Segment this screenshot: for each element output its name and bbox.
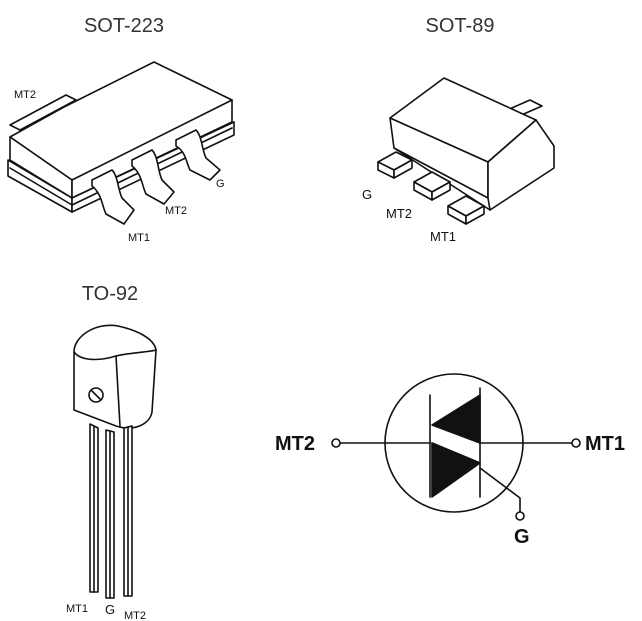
- sot223-label-mt2-tab: MT2: [14, 89, 36, 101]
- sot223-lead-mt2: [131, 149, 175, 205]
- sot89-body-right-face: [487, 119, 555, 211]
- symbol-label-mt2: MT2: [275, 433, 315, 455]
- to92-body: [73, 324, 157, 429]
- sot89-label-mt1: MT1: [430, 229, 456, 244]
- symbol-terminal-mt2: [331, 438, 341, 448]
- sot223-lead-mt1: [91, 169, 135, 225]
- triac-schematic-symbol: MT2 MT1 G: [275, 373, 625, 548]
- sot89-lead-mt1: [447, 195, 485, 225]
- sot223-title: SOT-223: [84, 15, 164, 37]
- sot89-label-g: G: [362, 187, 372, 202]
- sot223-lead-g: [175, 129, 221, 181]
- symbol-terminal-gate: [515, 511, 525, 521]
- to92-lead-g: [105, 429, 115, 599]
- to92-label-mt1: MT1: [66, 603, 88, 615]
- to92-label-g: G: [105, 602, 115, 617]
- sot89-lead-mt2: [413, 171, 451, 201]
- symbol-lead-gate: [479, 467, 521, 513]
- symbol-diode-lower: [431, 442, 481, 498]
- sot223-package: SOT-223 MT2 MT1 MT2 G: [7, 15, 235, 244]
- to92-package: TO-92 MT1 G MT2: [66, 283, 157, 621]
- symbol-label-mt1: MT1: [585, 433, 625, 455]
- to92-title: TO-92: [82, 283, 138, 305]
- to92-lead-mt2: [123, 425, 133, 597]
- sot89-package: SOT-89 G MT2 MT1: [362, 15, 555, 244]
- to92-label-mt2: MT2: [124, 610, 146, 621]
- sot223-label-g: G: [216, 178, 225, 190]
- sot223-label-mt1: MT1: [128, 232, 150, 244]
- to92-lead-mt1: [89, 423, 99, 593]
- symbol-label-gate: G: [514, 526, 530, 548]
- symbol-diode-upper: [431, 394, 481, 444]
- sot89-title: SOT-89: [426, 15, 495, 37]
- sot89-label-mt2: MT2: [386, 206, 412, 221]
- symbol-terminal-mt1: [571, 438, 581, 448]
- sot223-label-mt2: MT2: [165, 205, 187, 217]
- sot89-lead-g: [377, 151, 413, 179]
